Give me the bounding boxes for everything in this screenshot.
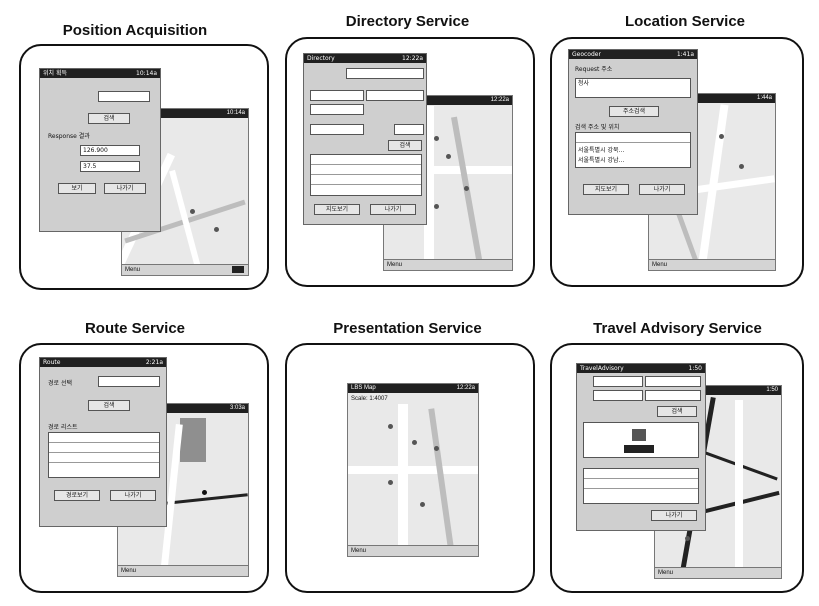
- poi-marker[interactable]: [446, 154, 451, 159]
- poi-marker[interactable]: [434, 204, 439, 209]
- end-date-field[interactable]: [645, 390, 701, 401]
- caption-route-service: Route Service: [84, 320, 186, 337]
- poi-marker[interactable]: [190, 209, 195, 214]
- caption-directory-service: Directory Service: [345, 13, 470, 30]
- close-button[interactable]: 나가기: [104, 183, 146, 194]
- district-select[interactable]: [366, 90, 424, 101]
- taskbar: Menu: [384, 259, 512, 270]
- table-row[interactable]: 서울특별시 강북...: [578, 147, 625, 154]
- category-select[interactable]: [346, 68, 424, 79]
- distance-field[interactable]: [394, 124, 424, 135]
- route-select-label: 경로 선택: [48, 380, 72, 387]
- query-field[interactable]: [98, 91, 150, 102]
- weather-table[interactable]: [583, 422, 699, 458]
- poi-marker[interactable]: [739, 164, 744, 169]
- map-titlebar: 12:22a: [384, 96, 512, 105]
- y-coordinate-field[interactable]: 37.5: [80, 161, 140, 172]
- caption-presentation-service: Presentation Service: [333, 320, 482, 337]
- keyboard-icon[interactable]: [232, 266, 244, 273]
- address-input[interactable]: 청사: [575, 78, 691, 98]
- poi-marker[interactable]: [464, 186, 469, 191]
- map-view-button[interactable]: 지도보기: [583, 184, 629, 195]
- poi-marker[interactable]: [412, 440, 417, 445]
- poi-marker[interactable]: [420, 502, 425, 507]
- response-label: Response 결과: [48, 133, 90, 140]
- route-list-table[interactable]: [48, 432, 160, 478]
- view-button[interactable]: 보기: [58, 183, 96, 194]
- close-button[interactable]: 나가기: [370, 204, 416, 215]
- origin-select[interactable]: [593, 376, 643, 387]
- taskbar: Menu: [655, 567, 781, 578]
- search-button[interactable]: 검색: [388, 140, 422, 151]
- map-view-button[interactable]: 지도보기: [314, 204, 360, 215]
- route-select[interactable]: [98, 376, 160, 387]
- poi-marker[interactable]: [214, 227, 219, 232]
- taskbar: Menu: [348, 545, 478, 556]
- poi-marker[interactable]: [685, 536, 690, 541]
- show-route-button[interactable]: 경로보기: [54, 490, 100, 501]
- result-table[interactable]: 서울특별시 강북... 서울특별시 강남...: [575, 132, 691, 168]
- result-table[interactable]: [310, 154, 422, 196]
- poi-marker[interactable]: [388, 480, 393, 485]
- destination-select[interactable]: [645, 376, 701, 387]
- poi-marker[interactable]: [719, 134, 724, 139]
- address-search-button[interactable]: 주소검색: [609, 106, 659, 117]
- search-button[interactable]: 검색: [88, 113, 130, 124]
- region-select[interactable]: [310, 90, 364, 101]
- request-label: Request 주소: [575, 66, 613, 73]
- map-titlebar: 1:50: [655, 386, 781, 395]
- close-button[interactable]: 나가기: [110, 490, 156, 501]
- poi-marker[interactable]: [388, 424, 393, 429]
- start-date-field[interactable]: [593, 390, 643, 401]
- map-time: 10:14a: [226, 110, 245, 116]
- route-start-marker[interactable]: [202, 490, 207, 495]
- map-titlebar: 1:44a: [649, 94, 775, 103]
- radius-select[interactable]: [310, 124, 364, 135]
- table-row[interactable]: 서울특별시 강남...: [578, 157, 625, 164]
- poi-marker[interactable]: [434, 446, 439, 451]
- search-button[interactable]: 검색: [88, 400, 130, 411]
- result-label: 검색 주소 및 위치: [575, 124, 620, 131]
- caption-travel-advisory-service: Travel Advisory Service: [593, 320, 762, 337]
- poi-marker[interactable]: [434, 136, 439, 141]
- search-button[interactable]: 검색: [657, 406, 697, 417]
- taskbar: Menu: [122, 264, 248, 275]
- close-button[interactable]: 나가기: [651, 510, 697, 521]
- x-coordinate-field[interactable]: 126.900: [80, 145, 140, 156]
- caption-position-acquisition: Position Acquisition: [62, 22, 208, 39]
- taskbar: Menu: [118, 565, 248, 576]
- map-scale: Scale: 1:4007: [351, 396, 388, 402]
- map-titlebar: 10:14a: [122, 109, 248, 118]
- route-list-label: 경로 리스트: [48, 424, 78, 431]
- close-button[interactable]: 나가기: [639, 184, 685, 195]
- map-titlebar: 3:03a: [118, 404, 248, 413]
- type-select[interactable]: [310, 104, 364, 115]
- info-table[interactable]: [583, 468, 699, 504]
- taskbar: Menu: [649, 259, 775, 270]
- caption-location-service: Location Service: [624, 13, 746, 30]
